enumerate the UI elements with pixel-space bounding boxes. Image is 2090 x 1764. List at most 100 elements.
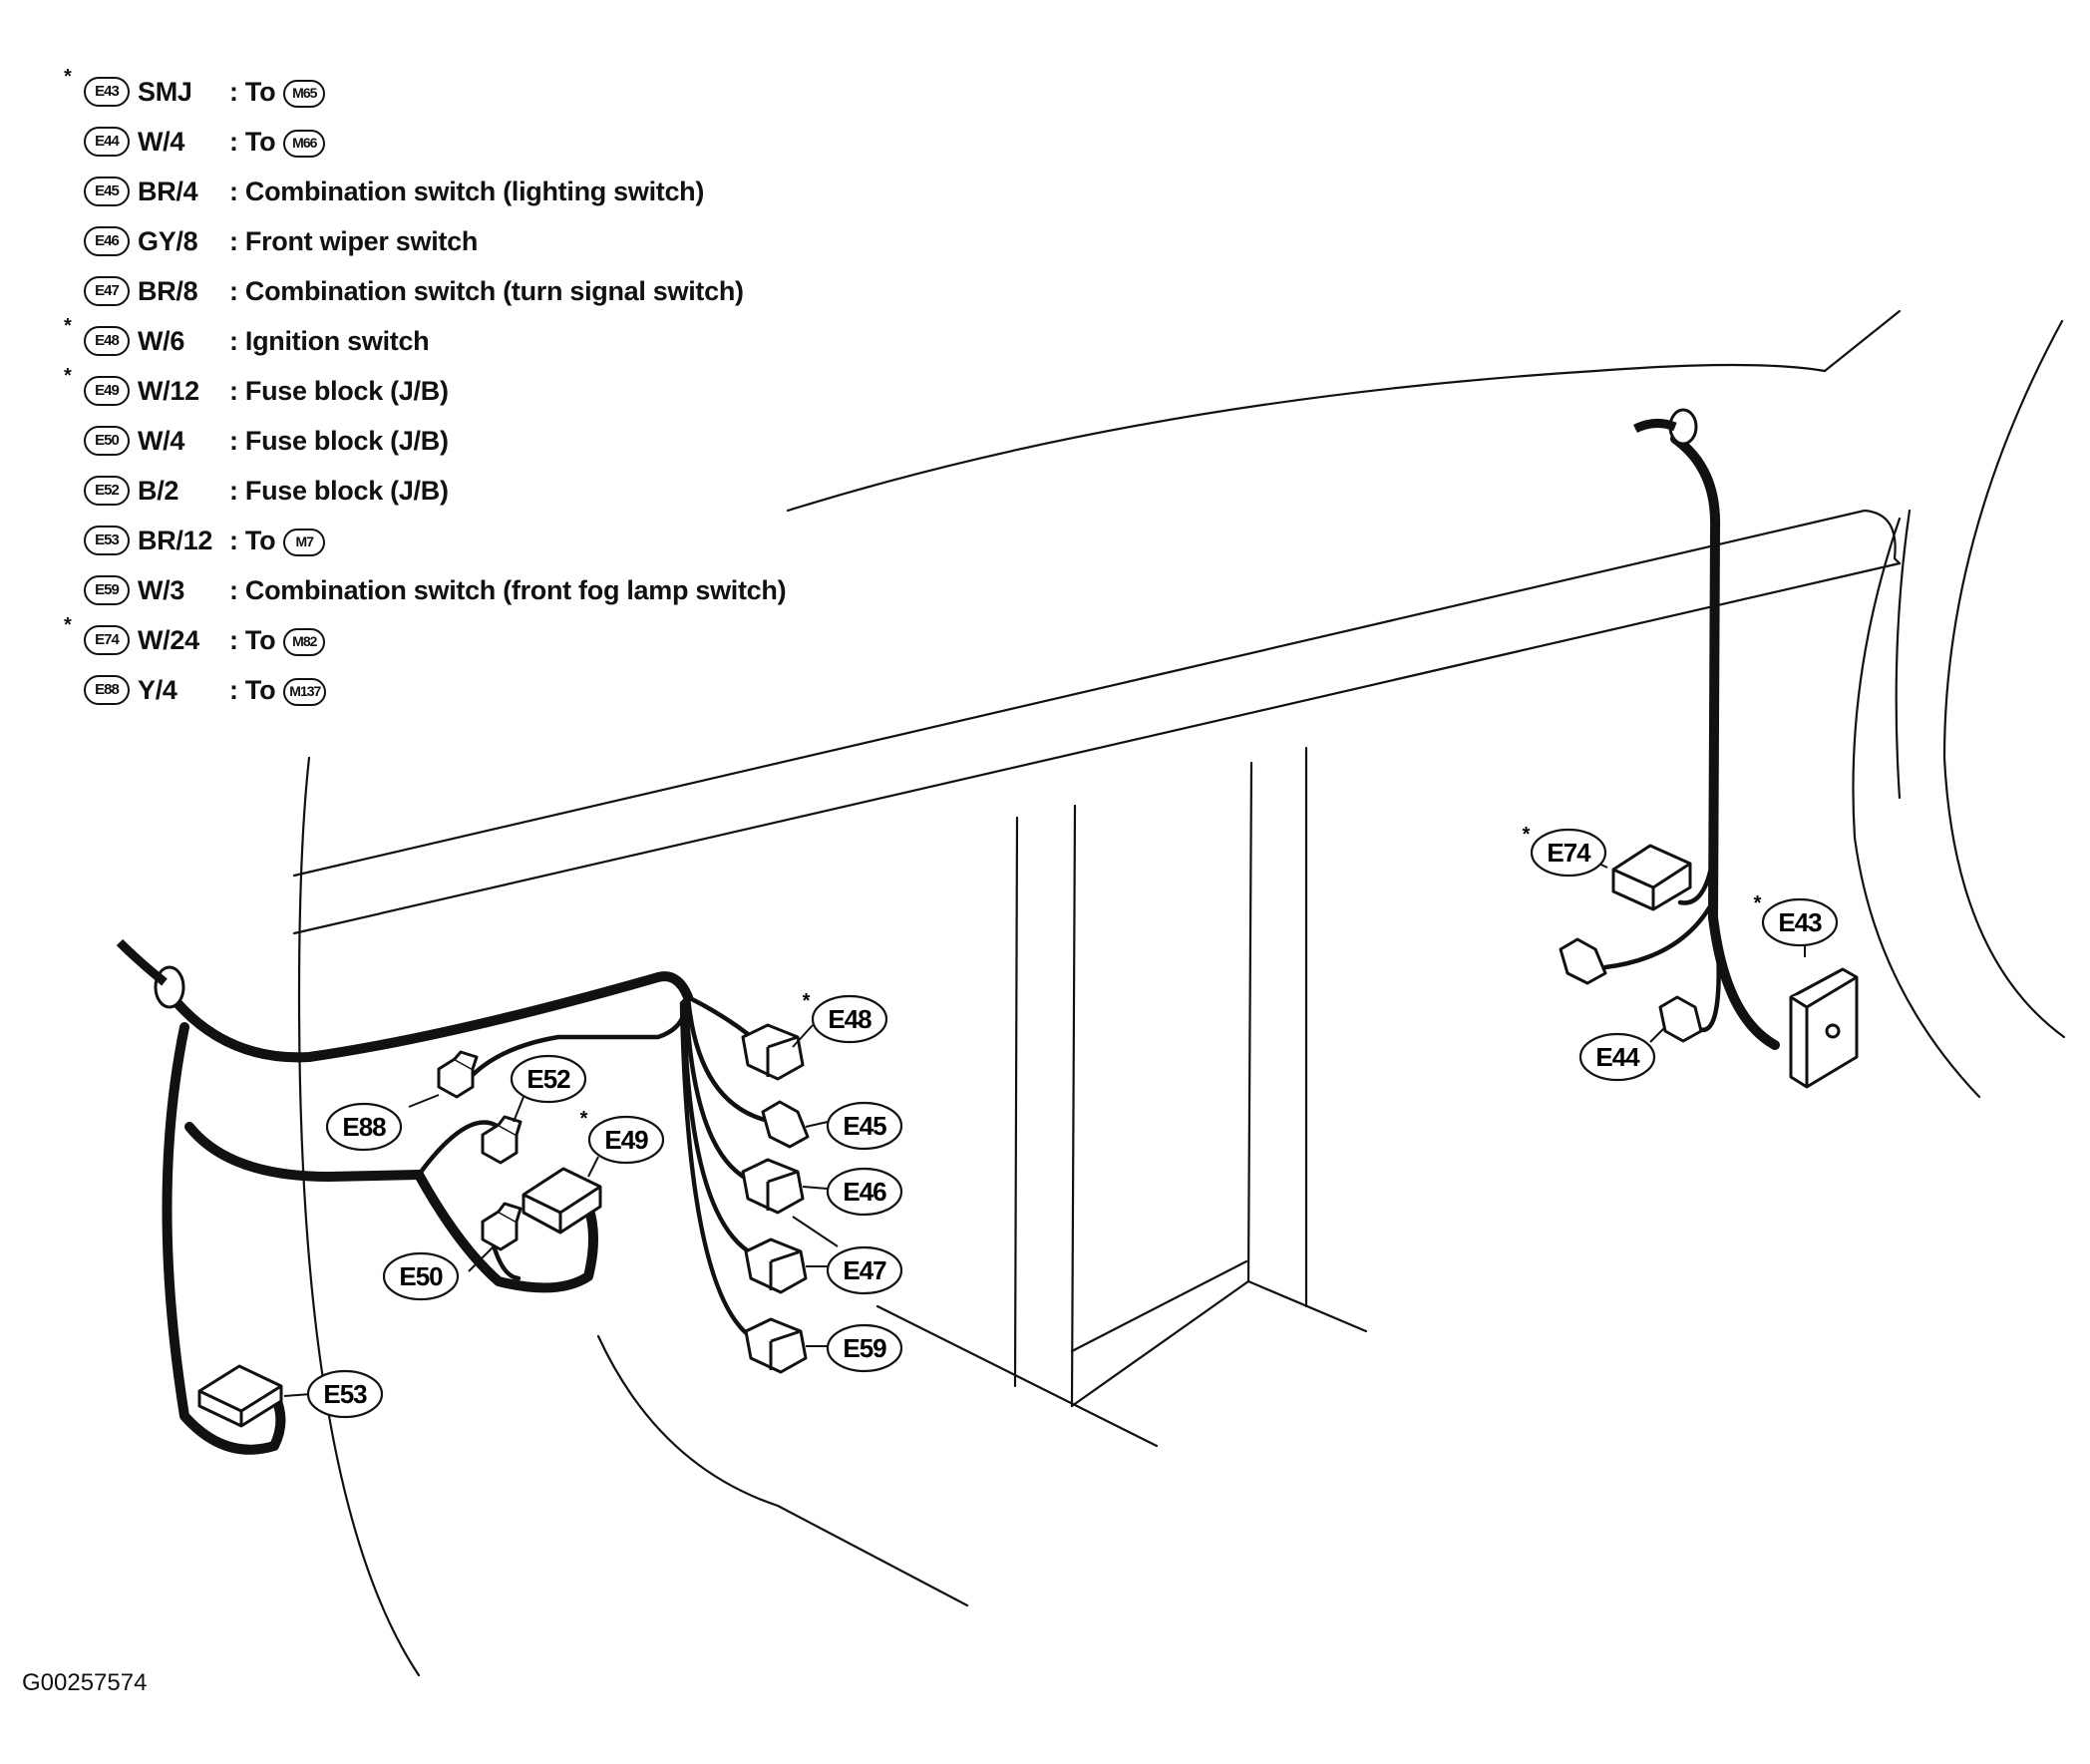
connector-id-badge: E44 (84, 127, 130, 157)
callout-e44: E44 (1578, 1032, 1656, 1082)
connector-e74-body (1611, 844, 1692, 911)
mating-connector-badge: M66 (283, 129, 326, 158)
windshield-edge-inner (1852, 517, 1981, 1099)
destination-text: : Combination switch (front fog lamp swi… (229, 575, 787, 605)
column-left (1013, 816, 1019, 1388)
connector-e44-body (1658, 995, 1703, 1043)
wire-color-code: W/4 (138, 127, 185, 157)
dash-top-line (1895, 509, 1912, 800)
dash-rail-lower (292, 561, 1902, 935)
destination-text: : Combination switch (turn signal switch… (229, 276, 744, 306)
connector-destination: : Fuse block (J/B) (229, 426, 449, 457)
callout-e49-star: * (580, 1108, 588, 1130)
panel-lower-left (297, 995, 421, 1677)
legend-star: * (64, 66, 72, 88)
column-bottom-b (1070, 1259, 1248, 1353)
callout-e74-star: * (1523, 824, 1531, 846)
branch-e74 (1677, 855, 1716, 905)
callout-e44-label: E44 (1595, 1042, 1640, 1072)
legend-star: * (64, 365, 72, 387)
connector-e53-body (197, 1364, 283, 1428)
callout-e48-star: * (803, 990, 811, 1012)
connector-id-badge: E53 (84, 526, 130, 555)
leader-e48 (792, 1024, 814, 1048)
leader-e44 (1649, 1026, 1666, 1043)
figure-id: G00257574 (22, 1669, 148, 1696)
connector-id-badge: E47 (84, 276, 130, 306)
callout-e52: E52 (510, 1054, 587, 1104)
callout-e49: E49 * (580, 1108, 665, 1165)
connector-destination: : Combination switch (turn signal switch… (229, 276, 744, 307)
harness-right-trunk (1670, 434, 1780, 1050)
callout-e47: E47 (826, 1245, 903, 1295)
wire-color-code: W/4 (138, 426, 185, 456)
windshield-edge-outer (1942, 319, 2066, 1039)
connector-e48-body (741, 1023, 805, 1081)
callout-e50: E50 (382, 1251, 460, 1301)
destination-text: : To (229, 675, 276, 705)
callout-e47-label: E47 (843, 1255, 886, 1285)
destination-text: : To (229, 526, 276, 555)
branch-e59 (679, 1000, 761, 1344)
destination-text: : Combination switch (lighting switch) (229, 176, 705, 206)
connector-id-badge: E46 (84, 226, 130, 256)
callout-e45: E45 (826, 1101, 903, 1151)
connector-id-badge: E59 (84, 575, 130, 605)
callout-e52-label: E52 (526, 1064, 570, 1094)
connector-e47-body (744, 1237, 808, 1294)
connector-destination: : Combination switch (front fog lamp swi… (229, 575, 787, 606)
branch-e45 (685, 994, 776, 1125)
connector-plug-a-body (1559, 937, 1607, 985)
callout-e53: E53 (306, 1369, 384, 1419)
legend-star: * (64, 614, 72, 636)
connector-id-badge: E52 (84, 476, 130, 506)
dash-left-edge (297, 756, 311, 999)
lower-curve (596, 1334, 969, 1607)
column-right-a (1246, 761, 1253, 1283)
destination-text: : To (229, 77, 276, 107)
harness-trunk-lower (184, 1122, 424, 1182)
mating-connector-badge: M7 (283, 528, 326, 556)
connector-e43-body (1789, 967, 1859, 1089)
destination-text: : Fuse block (J/B) (229, 426, 449, 456)
callout-e74-label: E74 (1547, 838, 1591, 868)
branch-e46 (683, 996, 756, 1185)
leader-e47 (792, 1216, 839, 1267)
leader-e53 (283, 1393, 312, 1397)
callout-e88: E88 (325, 1102, 403, 1152)
destination-text: : Front wiper switch (229, 226, 479, 256)
callout-e49-label: E49 (604, 1125, 648, 1155)
connector-e46-body (741, 1158, 805, 1215)
leader-e88 (408, 1094, 440, 1108)
connector-id-badge: E88 (84, 675, 130, 705)
connector-destination: : Combination switch (lighting switch) (229, 176, 704, 207)
column-mid (1070, 804, 1077, 1408)
leader-e50 (468, 1245, 495, 1272)
callout-e50-label: E50 (399, 1261, 443, 1291)
connector-destination: : Front wiper switch (229, 226, 478, 257)
callout-e74: E74 * (1523, 824, 1607, 878)
branch-e47 (681, 998, 761, 1259)
wire-color-code: W/3 (138, 575, 185, 605)
harness-drop-left (162, 1022, 286, 1455)
connector-e50-body (481, 1202, 522, 1251)
callout-e45-label: E45 (843, 1111, 886, 1141)
floor-line-a (1246, 1279, 1368, 1333)
destination-text: : To (229, 127, 276, 157)
callout-e43-star: * (1754, 892, 1762, 914)
destination-text: : To (229, 625, 276, 655)
